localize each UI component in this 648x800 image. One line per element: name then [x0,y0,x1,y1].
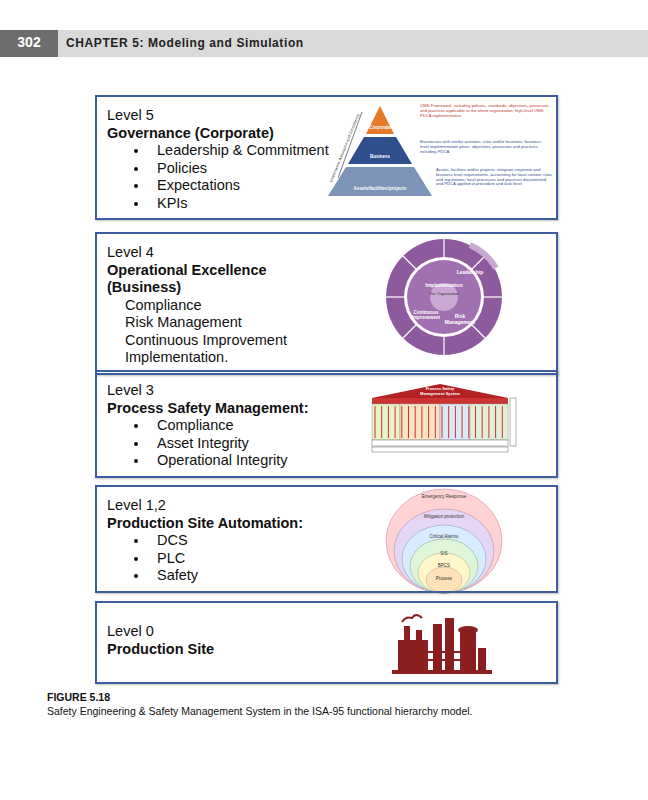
wheel-label: Continuous Improvement [406,310,446,320]
figure-number: FIGURE 5.18 [47,691,247,703]
bullet-item: KPIs [149,195,377,213]
level-heading: Production Site Automation: [107,515,327,533]
layer-label: Critical Alarms [404,534,484,539]
level-number: Level 3 [107,382,327,400]
pillars-house [372,384,516,452]
level-box: Level 0Production Site [95,601,558,684]
bullet-item: Expectations [149,177,377,195]
bullet-item: Risk Management [123,314,345,332]
tier-note: Businesses with similar activities, risk… [420,140,550,154]
bullet-item: Compliance [123,297,345,315]
wheel-label: Leadership [452,270,488,276]
layer-label: Process [424,576,464,581]
figure-caption: Safety Engineering & Safety Management S… [47,705,607,717]
layer-label: BPCS [424,563,464,568]
level-heading: Process Safety Management: [107,400,327,418]
tier-label: Business [356,154,404,159]
bullet-item: Continuous Improvement [123,332,345,350]
factory-icon [392,615,492,674]
level-number: Level 0 [107,623,327,641]
layer-label: SIS [424,551,464,556]
level-heading: Governance (Corporate) [107,125,327,143]
page-number: 302 [0,34,58,50]
level-box: Level 5Governance (Corporate)Leadership … [95,95,558,220]
level-number: Level 1,2 [107,497,327,515]
level-box: Level 4Operational Excellence (Business)… [95,232,558,375]
level-heading: Production Site [107,641,327,659]
tier-note: Assets, facilities and/or projects: inte… [436,168,552,187]
level-number: Level 4 [107,244,327,262]
bullet-item: Policies [149,160,377,178]
header-bar [0,30,648,57]
layer-label: Emergency Response [404,494,484,499]
tier-label: Corporate [364,125,396,130]
onion-layers [386,489,502,593]
bullet-item: Compliance [149,417,377,435]
bullet-item: Implementation. [123,349,345,367]
bullet-item: Operational Integrity [149,452,377,470]
roof-label: Process Safety Management System [415,387,465,396]
bullet-item: Asset Integrity [149,435,377,453]
level-box: Level 3Process Safety Management:Complia… [95,370,558,478]
bullet-item: DCS [149,532,377,550]
wheel-label: The Organization [428,292,460,297]
chapter-header: CHAPTER 5: Modeling and Simulation [66,37,466,51]
level-number: Level 5 [107,107,327,125]
bullet-item: PLC [149,550,377,568]
layer-label: Mitigation protection [404,514,484,519]
bullet-item: Safety [149,567,377,585]
wheel [386,239,502,355]
tier-note: OMS Framework, including policies, stand… [420,104,550,118]
wheel-label: Risk Management [440,314,480,326]
wheel-label: Implementation [418,283,470,289]
tier-label: Assets/facilities/projects [340,186,420,191]
page-number-block [0,30,58,57]
level-heading: Operational Excellence (Business) [107,262,327,297]
level-box: Level 1,2Production Site Automation:DCSP… [95,485,558,593]
